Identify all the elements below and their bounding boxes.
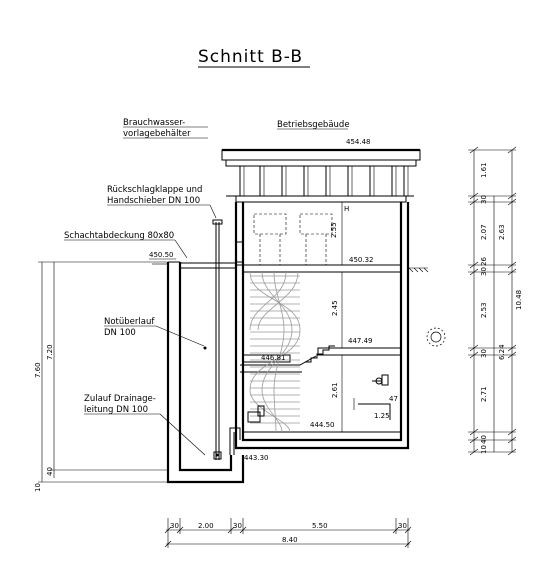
dim-stair-height: 2.45 — [331, 300, 339, 316]
level-mid-floor: 447.49 — [348, 337, 373, 345]
dim-left-base-b: 10 — [34, 483, 42, 492]
dim-r6: 2.53 — [480, 302, 488, 318]
overflow-label-line1: Notüberlauf — [104, 317, 155, 327]
left-dimensions: 7.60 7.20 40 10 — [34, 261, 168, 492]
dim-pipe-b: 1.25 — [374, 412, 390, 420]
level-tank-bottom: 443.30 — [244, 454, 269, 462]
dim-b2: 2.00 — [198, 522, 214, 530]
dim-r8: 2.71 — [480, 386, 488, 402]
valve-label-line2: Handschieber DN 100 — [107, 196, 200, 206]
drawing-title: Schnitt B-B — [198, 47, 303, 67]
dim-b5: 30 — [398, 522, 407, 530]
dim-left-inner: 7.20 — [46, 344, 54, 360]
dim-r1: 1.61 — [480, 162, 488, 178]
level-basement: 444.50 — [310, 421, 335, 429]
level-roof: 454.48 — [346, 138, 371, 146]
level-landing: 446.81 — [261, 354, 286, 362]
dim-r4: 26 — [480, 257, 488, 266]
dim-b3: 30 — [233, 522, 242, 530]
dim-r3: 2.07 — [480, 224, 488, 240]
dim-total-height: 10.48 — [515, 290, 523, 310]
overflow-label-line2: DN 100 — [104, 328, 136, 338]
bottom-dimensions: 30 2.00 30 5.50 30 8.40 — [164, 518, 412, 548]
dim-r5: 30 — [480, 267, 488, 276]
level-tank-top: 450.50 — [149, 251, 174, 259]
dim-basement-height: 2.61 — [331, 382, 339, 398]
dim-r10: 10 — [480, 445, 488, 454]
storage-tank: 450.50 443.30 — [149, 219, 269, 484]
dim-left-base-a: 40 — [46, 467, 54, 476]
level-ground-floor: 450.32 — [349, 256, 374, 264]
right-dimensions: 1.61 30 2.07 26 30 2.53 30 2.71 40 10 2.… — [468, 146, 523, 456]
cover-label: Schachtabdeckung 80x80 — [64, 231, 174, 241]
dim-b4: 5.50 — [312, 522, 328, 530]
valve-label-line1: Rückschlagklappe und — [107, 185, 202, 195]
dim-rr1: 2.63 — [498, 224, 506, 240]
dim-r9: 40 — [480, 435, 488, 444]
dim-pipe-a: 47 — [389, 395, 398, 403]
inlet-label-line1: Zulauf Drainage- — [84, 394, 156, 404]
dim-r7: 30 — [480, 349, 488, 358]
dim-rr2: 6.24 — [498, 344, 506, 360]
dim-r2: 30 — [480, 195, 488, 204]
spiral-staircase — [249, 271, 301, 433]
building-section: H 454.48 450.32 447.49 446.81 444.50 2.5… — [221, 138, 421, 455]
inlet-label-line2: leitung DN 100 — [84, 405, 148, 415]
section-symbol — [426, 327, 446, 347]
dim-room-height: 2.55 — [330, 222, 338, 238]
tank-label-line1: Brauchwasser- — [123, 118, 185, 128]
dim-total-width: 8.40 — [282, 536, 298, 544]
dim-b1: 30 — [170, 522, 179, 530]
building-label: Betriebsgebäude — [277, 120, 350, 130]
tank-label-line2: vorlagebehälter — [123, 129, 191, 139]
dim-left-outer: 7.60 — [34, 362, 42, 378]
svg-text:H: H — [344, 205, 349, 213]
